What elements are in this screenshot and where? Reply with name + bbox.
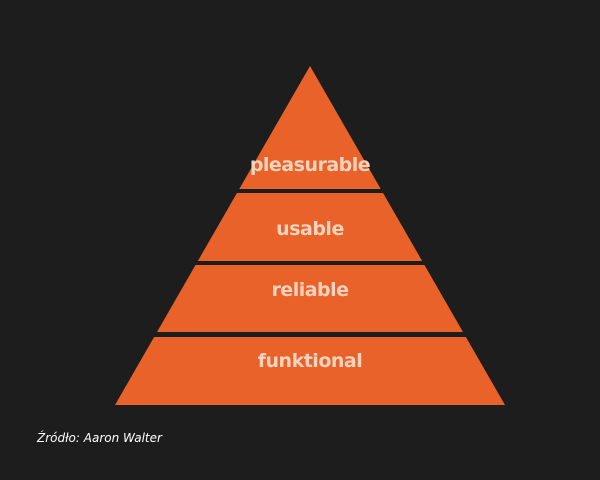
- pyramid-tier-label-usable: usable: [276, 218, 344, 240]
- pyramid-tier-funktional: [115, 337, 505, 405]
- pyramid-tier-label-pleasurable: pleasurable: [250, 154, 370, 176]
- pyramid-tier-reliable: [156, 265, 464, 332]
- pyramid-tier-usable: [197, 193, 423, 261]
- source-caption: Źródło: Aaron Walter: [37, 431, 162, 445]
- pyramid-tiers: pleasurable usable reliable funktional: [115, 66, 505, 405]
- pyramid-tier-pleasurable: [239, 66, 381, 189]
- pyramid-tier-label-reliable: reliable: [271, 279, 348, 301]
- pyramid-tier-label-funktional: funktional: [258, 350, 362, 372]
